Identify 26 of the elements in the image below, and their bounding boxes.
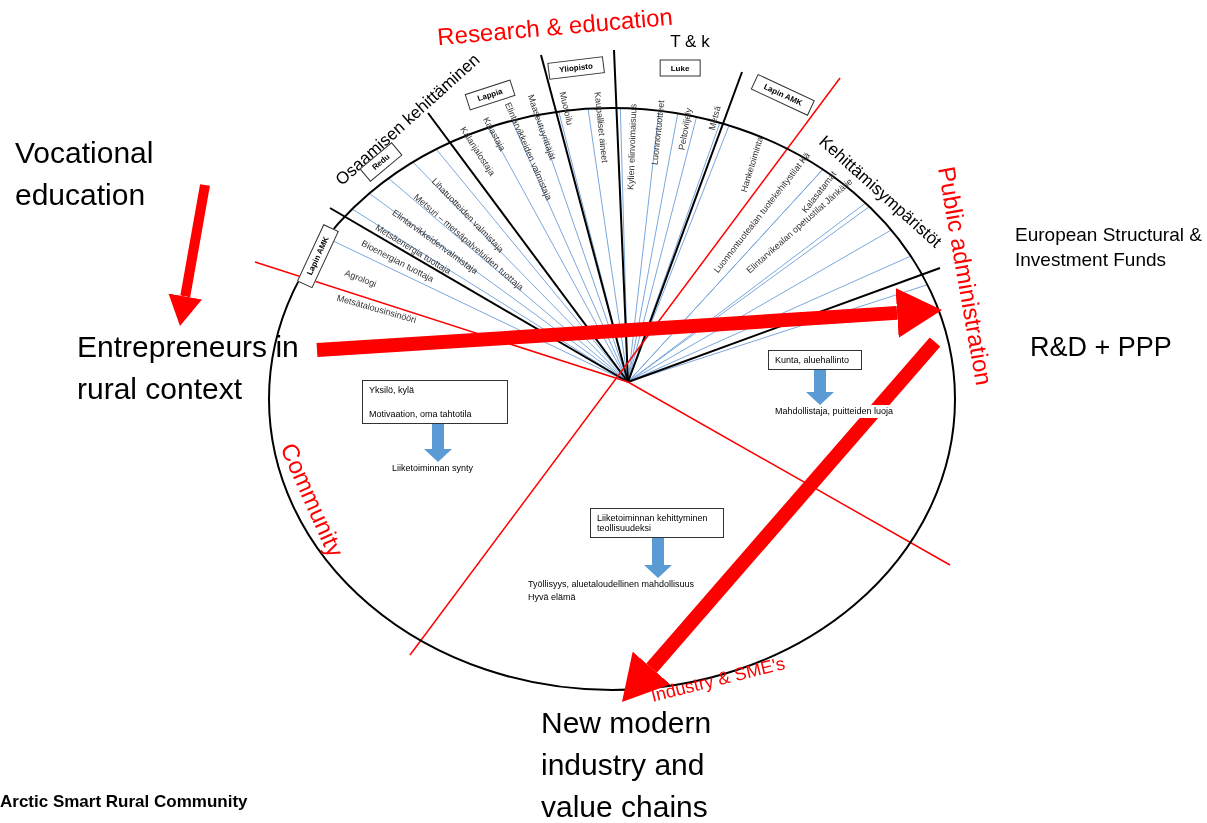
block-arrow [644, 538, 672, 578]
institution-tag: Lapin AMK [296, 223, 340, 289]
institution-tag: Luke [659, 59, 701, 77]
text-box: Yksilö, kylä Motivaation, oma tahtotila [362, 380, 508, 424]
heading-text: Vocational education [15, 132, 205, 216]
block-arrow [424, 424, 452, 462]
sector-item-label: Kylien elinvoimaisuus [626, 103, 639, 191]
outcome-text: Mahdollistaja, puitteiden luoja [775, 405, 894, 418]
text-box: Liiketoiminnan kehittyminen teollisuudeksi [590, 508, 724, 538]
sector-item-label: Kaupalliset aineet [592, 91, 609, 164]
text-box: Kunta, aluehallinto [768, 350, 862, 370]
sector-item-label: Peltoviljely [677, 107, 694, 151]
block-arrow [806, 370, 834, 405]
outcome-text: Työllisyys, aluetaloudellinen mahdollisuus Hyvä elämä [528, 578, 695, 604]
arrow [316, 287, 942, 357]
arrow [168, 184, 210, 326]
sector-item-label: Luonnontuotteet [650, 99, 667, 166]
heading-text: Entrepreneurs in rural context [77, 326, 317, 410]
annotation-text: European Structural & Investment Funds [1015, 223, 1203, 272]
institution-tag: Yliopisto [547, 56, 605, 80]
annotation-text: R&D + PPP [1030, 331, 1173, 364]
caption-text: Arctic Smart Rural Community [0, 792, 248, 812]
sector-heading: T & k [670, 32, 710, 52]
sector-item-label: Metsä [707, 105, 723, 132]
outcome-text: Liiketoiminnan synty [392, 462, 474, 475]
sector-item-label: Muotoilu [557, 91, 575, 127]
